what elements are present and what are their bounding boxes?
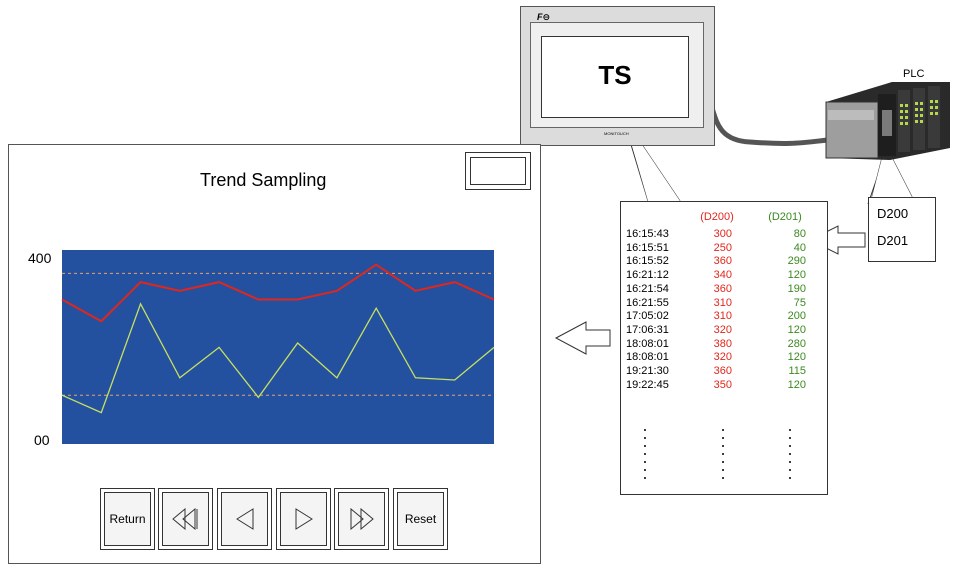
table-cell-time: 17:05:02 xyxy=(626,310,669,323)
table-cell-d200: 350 xyxy=(713,378,732,391)
fast-forward-icon xyxy=(350,508,374,530)
y-axis-min-label: 00 xyxy=(34,432,50,448)
table-cell-d201: 75 xyxy=(793,296,806,309)
reset-button[interactable]: Reset xyxy=(393,488,448,550)
table-cell-time: 16:21:55 xyxy=(626,296,669,309)
table-header-d201: (D201) xyxy=(768,211,802,223)
series-line-1 xyxy=(61,263,495,323)
table-cell-time: 17:06:31 xyxy=(626,323,669,336)
table-cell-time: 18:08:01 xyxy=(626,337,669,350)
table-cell-d201: 190 xyxy=(787,282,806,295)
device-brand: MONITOUCH xyxy=(604,131,629,136)
table-cell-d200: 380 xyxy=(713,337,732,350)
table-cell-d200: 310 xyxy=(713,296,732,309)
table-cell-d200: 250 xyxy=(713,241,732,254)
table-header-d200: (D200) xyxy=(700,211,734,223)
table-cell-time: 16:15:51 xyxy=(626,241,669,254)
back-icon xyxy=(235,508,253,530)
table-cell-time: 16:21:54 xyxy=(626,282,669,295)
table-cell-d200: 360 xyxy=(713,282,732,295)
table-cell-d200: 360 xyxy=(713,365,732,377)
corner-indicator-inner xyxy=(470,157,526,185)
table-cell-time: 19:22:45 xyxy=(626,378,669,391)
table-cell-d200: 320 xyxy=(713,351,732,364)
table-cell-d201: 120 xyxy=(787,378,806,391)
table-cell-d201: 280 xyxy=(787,337,806,350)
table-cell-d201: 80 xyxy=(793,228,806,240)
right-to-left-arrow-icon xyxy=(808,225,866,255)
device-logo: F⊖ xyxy=(537,12,551,22)
table-cell-d200: 340 xyxy=(713,269,732,282)
back-button[interactable] xyxy=(217,488,272,550)
fast-rewind-button[interactable] xyxy=(158,488,213,550)
fast-rewind-icon xyxy=(171,508,197,530)
table-cell-d201: 120 xyxy=(787,269,806,282)
corner-indicator xyxy=(465,152,531,190)
plc-label: PLC xyxy=(903,68,925,80)
table-cell-time: 16:21:12 xyxy=(626,269,669,282)
continuation-dots xyxy=(644,429,791,479)
forward-icon xyxy=(295,508,313,530)
plc-icon xyxy=(825,82,950,160)
table-cell-d201: 120 xyxy=(787,351,806,364)
table-cell-d200: 360 xyxy=(713,255,732,268)
ts-label: TS xyxy=(598,60,632,90)
fast-forward-button[interactable] xyxy=(334,488,389,550)
y-axis-max-label: 400 xyxy=(28,250,52,266)
screen-title: Trend Sampling xyxy=(200,170,327,190)
left-arrow-icon xyxy=(554,321,611,355)
table-cell-d201: 120 xyxy=(787,323,806,336)
table-cell-d201: 115 xyxy=(788,365,806,377)
table-cell-d200: 320 xyxy=(713,323,732,336)
table-cell-time: 16:15:52 xyxy=(626,255,669,268)
table-cell-d201: 200 xyxy=(787,310,806,323)
series-line-2 xyxy=(61,302,495,414)
return-button[interactable]: Return xyxy=(100,488,155,550)
register-d201-label: D201 xyxy=(877,233,909,248)
touch-screen-display xyxy=(541,36,689,118)
register-d200-label: D200 xyxy=(877,206,909,221)
table-cell-time: 16:15:43 xyxy=(626,228,669,240)
table-cell-d201: 290 xyxy=(787,255,806,268)
forward-button[interactable] xyxy=(276,488,331,550)
table-cell-d200: 310 xyxy=(713,310,732,323)
graph-area xyxy=(62,250,494,444)
register-box xyxy=(868,197,936,262)
reset-label: Reset xyxy=(404,512,437,526)
table-cell-time: 19:21:30 xyxy=(626,365,669,377)
table-cell-time: 18:08:01 xyxy=(626,351,669,364)
return-label: Return xyxy=(109,512,146,526)
table-cell-d201: 40 xyxy=(793,241,806,254)
table-cell-d200: 300 xyxy=(713,228,732,240)
